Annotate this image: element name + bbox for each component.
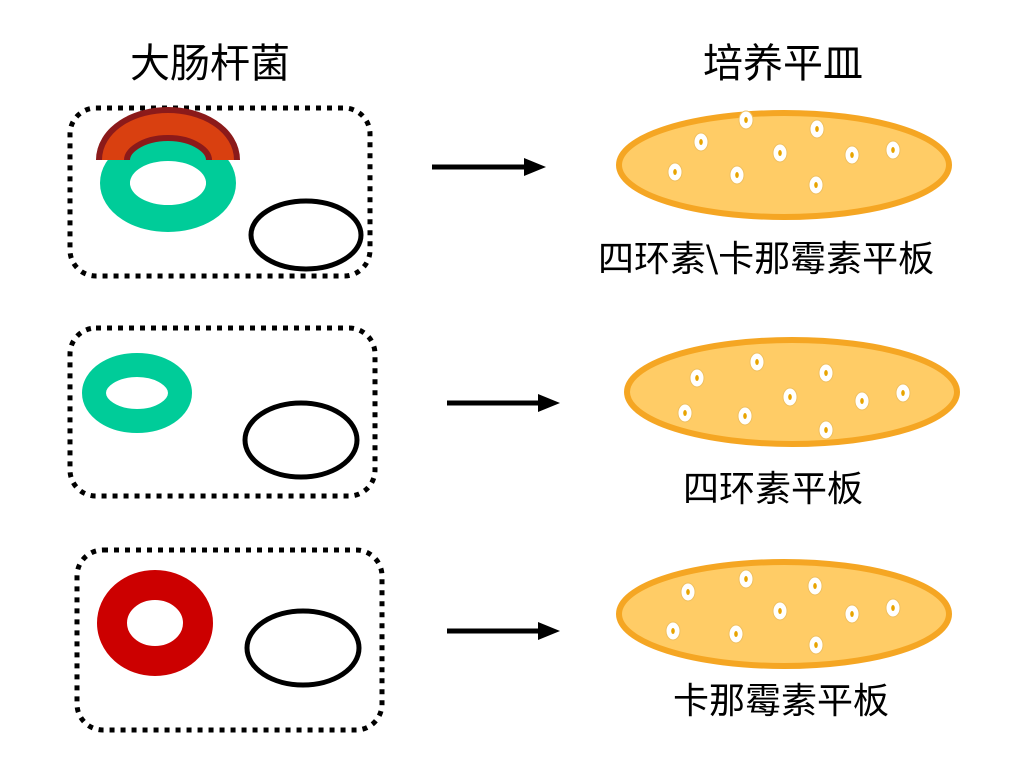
colony	[665, 621, 681, 641]
colony	[818, 420, 834, 440]
colony	[677, 403, 693, 423]
bacteria-heading: 大肠杆菌	[130, 41, 290, 87]
colony	[737, 406, 753, 426]
colony	[680, 582, 696, 602]
row-1	[67, 105, 952, 279]
colony	[667, 162, 683, 182]
chromosome-ring	[244, 608, 362, 688]
colony	[729, 165, 745, 185]
colony	[895, 383, 911, 403]
colony	[807, 576, 823, 596]
colony	[885, 598, 901, 618]
colony	[808, 175, 824, 195]
culture-plate	[616, 110, 952, 220]
row-2	[67, 325, 960, 499]
colony	[728, 624, 744, 644]
colony	[809, 119, 825, 139]
plate-label-2: 四环素平板	[683, 469, 864, 510]
colony	[772, 601, 788, 621]
colony	[808, 635, 824, 655]
plate-label-3: 卡那霉素平板	[673, 681, 890, 722]
colony	[885, 140, 901, 160]
plasmid-double-ring	[96, 107, 240, 232]
colony	[772, 143, 788, 163]
plate-label-1: 四环素\卡那霉素平板	[598, 239, 935, 280]
bacterium-cell-outline	[67, 325, 378, 499]
chromosome-ring	[242, 400, 360, 480]
colony	[738, 110, 754, 130]
culture-plate	[616, 559, 952, 669]
colony	[782, 387, 798, 407]
colony	[844, 145, 860, 165]
row-3	[74, 547, 952, 733]
colony	[854, 391, 870, 411]
bacterium-cell-outline	[67, 105, 373, 279]
colony	[844, 604, 860, 624]
plate-heading: 培养平皿	[703, 41, 863, 87]
culture-plate	[624, 337, 960, 447]
plasmid-teal-ring	[82, 353, 192, 433]
chromosome-ring	[248, 198, 364, 272]
colony	[738, 569, 754, 589]
colony	[818, 363, 834, 383]
plasmid-red-ring	[97, 570, 213, 676]
arrow	[447, 394, 560, 412]
arrow	[447, 622, 560, 640]
colony	[689, 368, 705, 388]
colony	[693, 132, 709, 152]
colony	[749, 352, 765, 372]
arrow	[432, 158, 546, 176]
